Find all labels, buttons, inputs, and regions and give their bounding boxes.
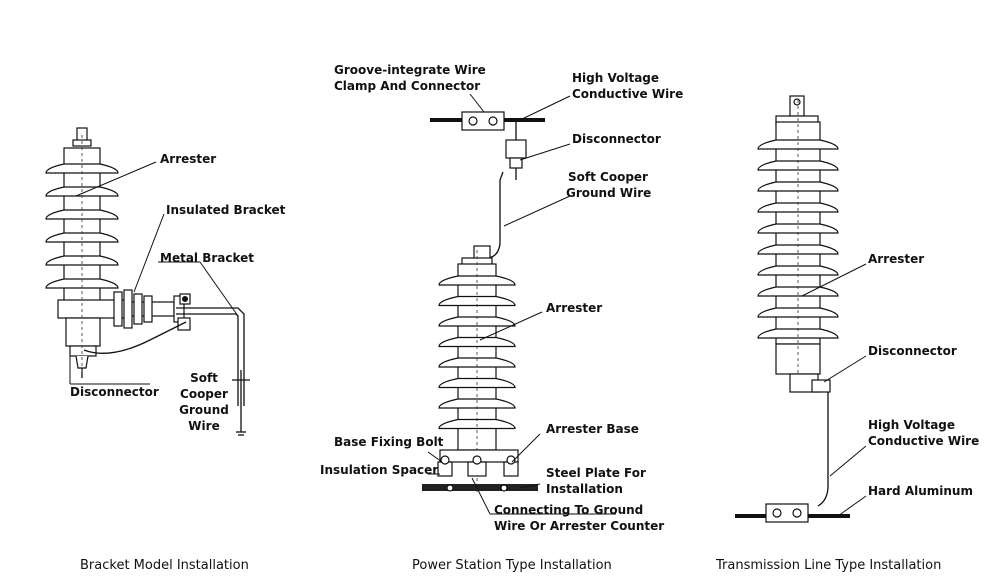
label-disconnector-right: Disconnector bbox=[868, 344, 957, 358]
label-ground-wire-mid-line1: Soft Cooper bbox=[568, 170, 648, 184]
label-ground-wire-left: Soft Cooper Ground Wire bbox=[176, 370, 232, 434]
label-disconnector-mid: Disconnector bbox=[572, 132, 661, 146]
label-hv-wire-mid-line1: High Voltage bbox=[572, 71, 660, 85]
midSheds-shed-4 bbox=[438, 357, 516, 368]
label-disconnector-left: Disconnector bbox=[70, 385, 159, 399]
label-base-bolt: Base Fixing Bolt bbox=[334, 435, 444, 449]
label-clamp-line1: Groove-integrate Wire bbox=[334, 63, 486, 77]
label-clamp-line2: Clamp And Connector bbox=[334, 79, 481, 93]
leftSheds-shed-0 bbox=[45, 163, 119, 174]
label-hard-aluminum: Hard Aluminum bbox=[868, 484, 973, 498]
rightSheds-shed-1 bbox=[757, 160, 839, 171]
leftSheds-shed-5 bbox=[45, 278, 119, 289]
bracket-model-drawing bbox=[45, 127, 250, 436]
power-station-drawing bbox=[422, 93, 616, 515]
rightSheds-shed-3 bbox=[757, 202, 839, 213]
label-hv-wire-mid: High Voltage Conductive Wire bbox=[572, 70, 683, 102]
label-hv-wire-right-line2: Conductive Wire bbox=[868, 434, 980, 448]
label-hv-wire-right-line1: High Voltage bbox=[868, 418, 956, 432]
midSheds-shed-2 bbox=[438, 316, 516, 327]
caption-transmission-line: Transmission Line Type Installation bbox=[716, 558, 942, 573]
leftSheds-shed-4 bbox=[45, 255, 119, 266]
label-hv-wire-right: High Voltage Conductive Wire bbox=[868, 417, 979, 449]
rightSheds-shed-9 bbox=[757, 328, 839, 339]
label-hv-wire-mid-line2: Conductive Wire bbox=[572, 87, 684, 101]
label-insulated-bracket: Insulated Bracket bbox=[166, 203, 286, 217]
label-arrester-base: Arrester Base bbox=[546, 422, 639, 436]
label-connecting-ground: Connecting To Ground Wire Or Arrester Co… bbox=[494, 502, 664, 534]
label-steel-plate-line1: Steel Plate For bbox=[546, 466, 646, 480]
label-clamp: Groove-integrate Wire Clamp And Connecto… bbox=[334, 62, 486, 94]
label-ground-wire-mid: Soft Cooper Ground Wire bbox=[566, 169, 652, 201]
label-steel-plate: Steel Plate For Installation bbox=[546, 465, 646, 497]
label-insulation-spacer: Insulation Spacer bbox=[320, 463, 439, 477]
label-arrester-right: Arrester bbox=[868, 252, 925, 266]
label-ground-wire-left-line1: Soft bbox=[190, 371, 218, 385]
midSheds-shed-6 bbox=[438, 398, 516, 409]
label-ground-wire-mid-line2: Ground Wire bbox=[566, 186, 652, 200]
label-steel-plate-line2: Installation bbox=[546, 482, 623, 496]
rightSheds-shed-5 bbox=[757, 244, 839, 255]
label-ground-wire-left-line3: Ground bbox=[179, 403, 229, 417]
label-arrester-mid: Arrester bbox=[546, 301, 603, 315]
caption-power-station: Power Station Type Installation bbox=[412, 558, 612, 573]
label-connecting-line2: Wire Or Arrester Counter bbox=[494, 519, 665, 533]
caption-bracket-model: Bracket Model Installation bbox=[80, 558, 249, 573]
label-ground-wire-left-line2: Cooper bbox=[180, 387, 228, 401]
label-connecting-line1: Connecting To Ground bbox=[494, 503, 644, 517]
label-arrester-left: Arrester bbox=[160, 152, 217, 166]
transmission-line-drawing bbox=[735, 95, 867, 523]
label-metal-bracket: Metal Bracket bbox=[160, 251, 255, 265]
rightSheds-shed-7 bbox=[757, 286, 839, 297]
label-ground-wire-left-line4: Wire bbox=[188, 419, 220, 433]
